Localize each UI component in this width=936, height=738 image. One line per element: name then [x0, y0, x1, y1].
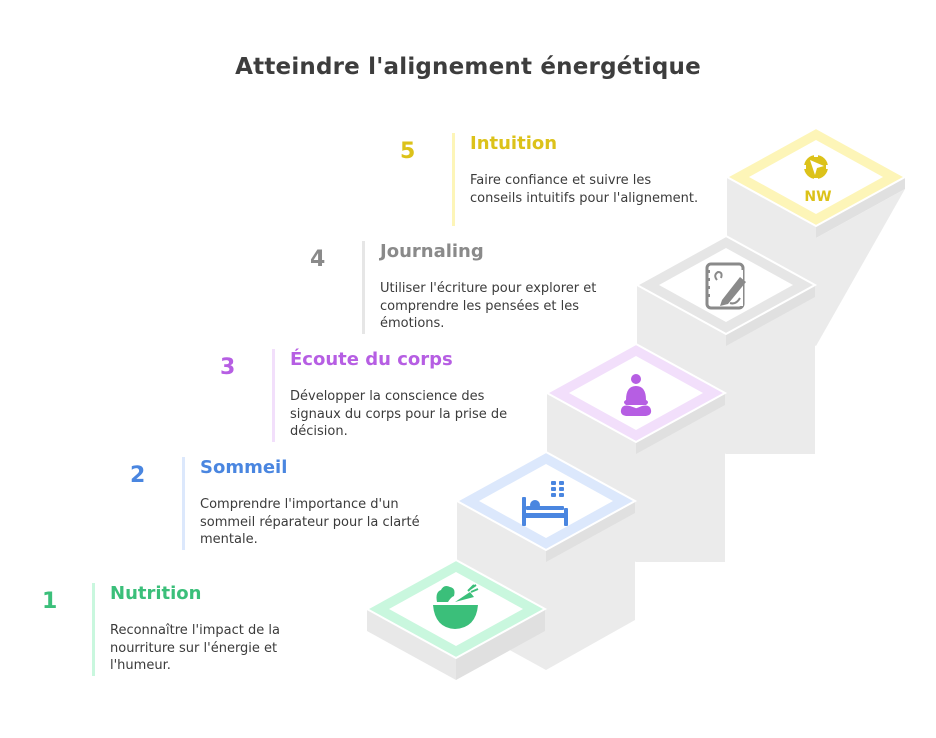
step-2-number: 2 [130, 463, 146, 488]
compass-label: NW [804, 189, 832, 205]
journal-pen-icon [705, 262, 746, 310]
step-4-title: Journaling [380, 241, 484, 262]
step-4-description: Utiliser l'écriture pour explorer et com… [380, 281, 597, 331]
bed-night-icon [522, 481, 568, 526]
step-5-divider [452, 133, 455, 226]
diagram-title: Atteindre l'alignement énergétique [235, 54, 701, 80]
step-5-number: 5 [400, 139, 416, 164]
step-3-divider [272, 349, 275, 442]
step-3-title: Écoute du corps [290, 349, 453, 370]
salad-bowl-icon [433, 584, 479, 629]
step-1-title: Nutrition [110, 583, 202, 604]
step-4-number: 4 [310, 247, 326, 272]
step-2-divider [182, 457, 185, 550]
step-1-divider [92, 583, 95, 676]
step-2-description: Comprendre l'importance d'un sommeil rép… [200, 497, 420, 547]
compass-icon [803, 154, 829, 181]
step-3-number: 3 [220, 355, 236, 380]
step-5-title: Intuition [470, 133, 558, 154]
step-5-description: Faire confiance et suivre les conseils i… [470, 173, 699, 206]
step-4-divider [362, 241, 365, 334]
step-1-number: 1 [42, 589, 58, 614]
step-3-description: Développer la conscience des signaux du … [290, 389, 508, 439]
meditation-icon [620, 374, 652, 416]
step-2-title: Sommeil [200, 457, 288, 478]
step-1-description: Reconnaître l'impact de la nourriture su… [110, 623, 280, 673]
